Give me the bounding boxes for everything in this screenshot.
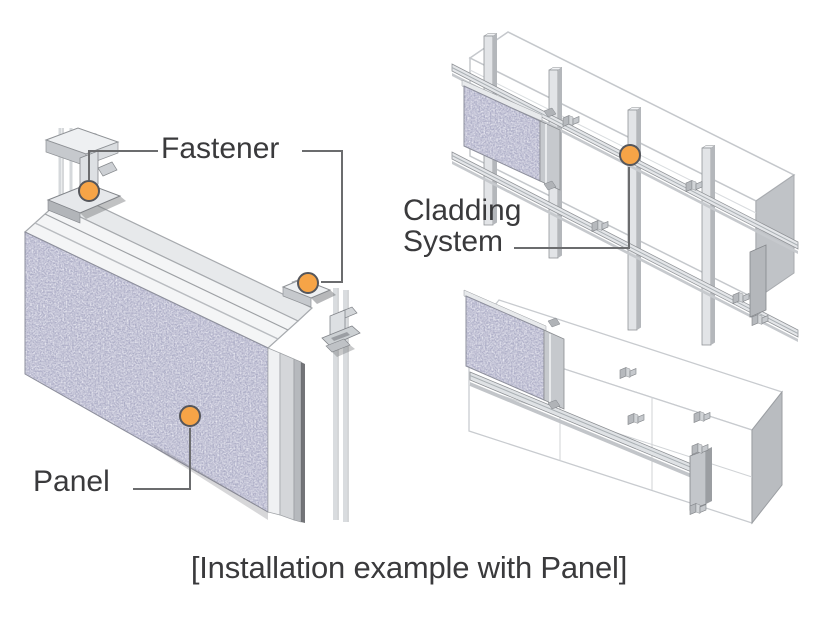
callout-line-fastener-left — [88, 150, 158, 180]
fastener-marker-left — [78, 180, 100, 202]
fastener-bracket-top-left — [44, 127, 126, 224]
callout-line-fastener-right — [302, 150, 343, 283]
cladding-system-illustration — [451, 31, 799, 346]
callout-lines — [88, 150, 630, 490]
diagram-caption: [Installation example with Panel] — [190, 550, 628, 585]
callout-line-panel — [133, 428, 191, 490]
cladding-system-label: Cladding System — [403, 194, 522, 258]
fastener-marker-right — [297, 272, 319, 294]
callout-line-cladding-system — [514, 167, 630, 249]
fastener-clamp-lower-right — [321, 306, 361, 357]
fastener-label: Fastener — [161, 132, 280, 165]
panel-marker — [179, 405, 201, 427]
panel-label: Panel — [33, 465, 110, 498]
installed-panels-illustration — [463, 289, 784, 525]
cladding-system-marker — [619, 144, 641, 166]
